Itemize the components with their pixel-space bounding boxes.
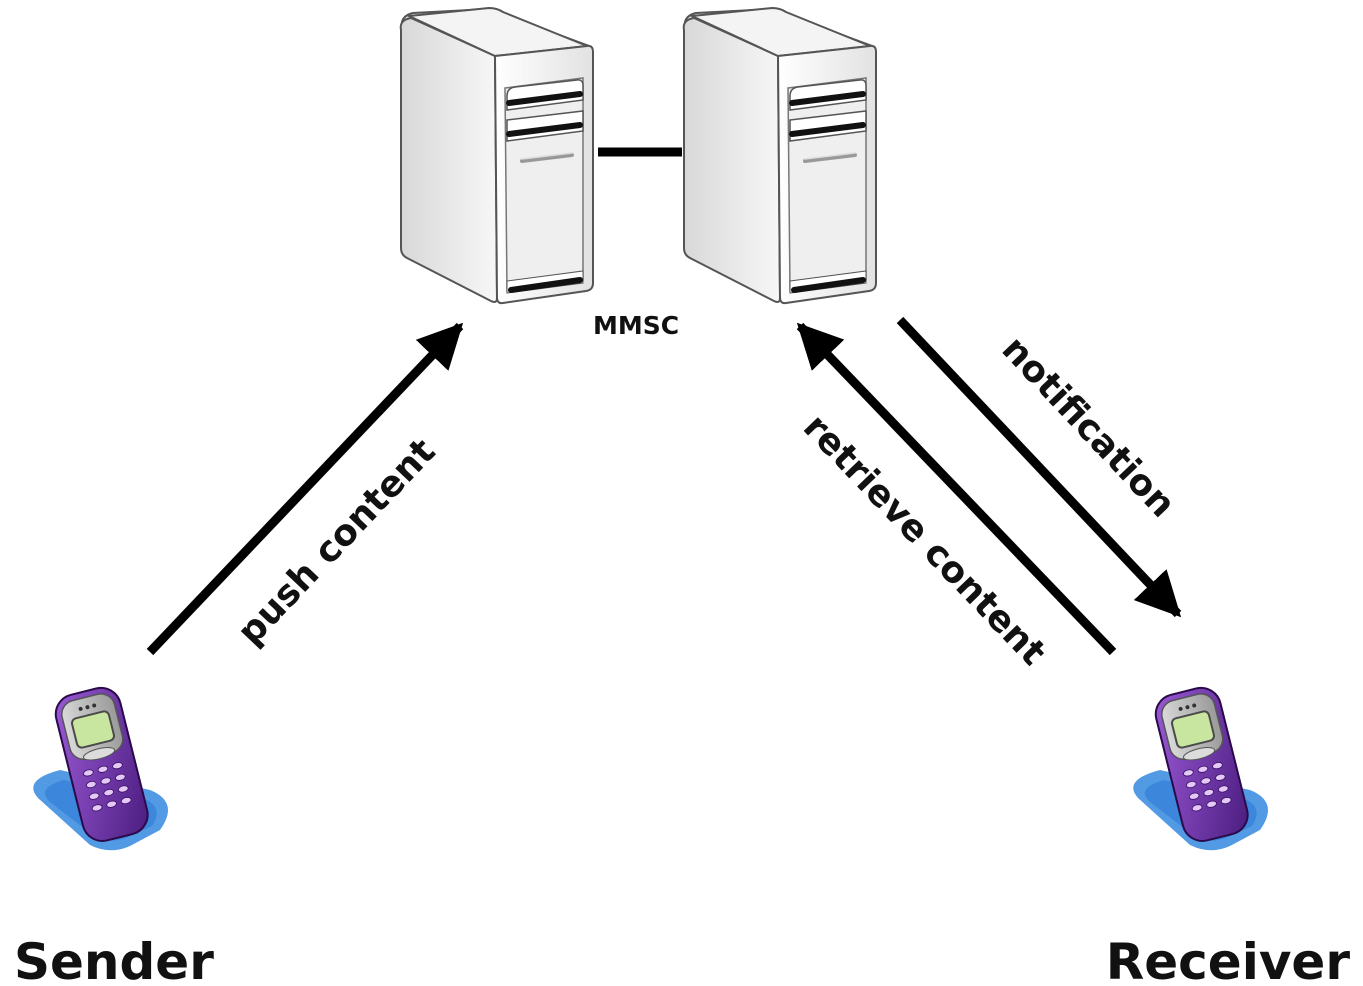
mobile-phone-icon-sender xyxy=(32,682,169,852)
server-tower-icon-left xyxy=(401,8,593,303)
push-content-label: push content xyxy=(230,431,444,653)
retrieve-content-arrow xyxy=(796,322,1117,656)
notification-label: notification xyxy=(994,329,1183,526)
server-tower-icon-right xyxy=(684,8,876,303)
receiver-label: Receiver xyxy=(1106,933,1351,986)
notification-arrow xyxy=(896,316,1182,618)
mobile-phone-icon-receiver xyxy=(1132,682,1269,852)
push-content-arrow xyxy=(146,322,464,656)
sender-label: Sender xyxy=(14,933,214,986)
mmsc-label: MMSC xyxy=(593,311,679,340)
